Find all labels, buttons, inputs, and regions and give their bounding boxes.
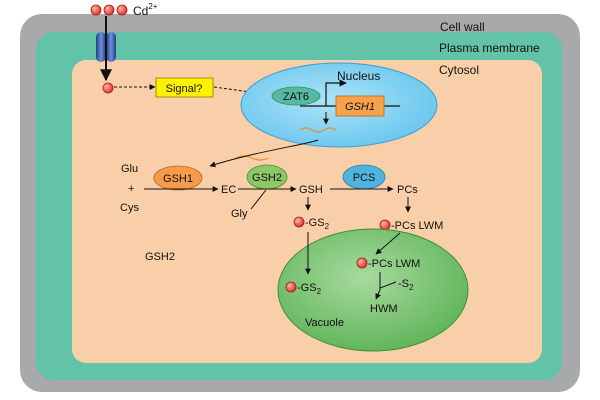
cd-channel	[96, 32, 116, 62]
cd-ion-cytosol	[102, 82, 114, 94]
arrow-lwm-to-hwm	[375, 272, 381, 300]
vacuole	[277, 228, 469, 352]
gsh1-enzyme-label: GSH1	[163, 173, 193, 185]
signal-box	[155, 77, 214, 98]
cytosol-label: Cytosol	[439, 63, 479, 77]
pcs-enzyme-label: PCS	[353, 172, 376, 184]
transcription-start-arrow	[325, 79, 347, 106]
gsh1-gene-label: GSH1	[345, 101, 375, 113]
mrna-cytosol	[235, 155, 269, 161]
gsh1-gene-box	[335, 95, 385, 117]
cd-ion-gs2-vacuole	[285, 281, 297, 293]
gs2-vacuole-label: -GS2	[297, 282, 322, 296]
vacuole-label: Vacuole	[305, 317, 344, 329]
pcs-lwm-vacuole-label: -PCs LWM	[368, 258, 420, 270]
nucleus-label: Nucleus	[337, 69, 380, 83]
hwm-label: HWM	[370, 303, 398, 315]
cd-ion-label: Cd2+	[133, 2, 158, 18]
cys-label: Cys	[120, 202, 139, 214]
pcs-lwm-cytosol-label: -PCs LWM	[391, 220, 443, 232]
cd-ion-pcs-lwm	[379, 219, 391, 231]
s2-label: -S2	[398, 278, 414, 292]
cell-wall-label: Cell wall	[440, 20, 485, 34]
cd-ion-outside-1	[90, 4, 102, 16]
gly-label: Gly	[231, 208, 248, 220]
arrow-lwm-to-vacuole	[375, 232, 401, 255]
glu-label: Glu	[121, 163, 138, 175]
cd-ion-outside-3	[116, 4, 128, 16]
zat6-label: ZAT6	[283, 91, 309, 103]
ec-label: EC	[221, 184, 236, 196]
signal-label: Signal?	[166, 83, 203, 95]
cd-ion-pcs-lwm-vacuole	[356, 257, 368, 269]
zat6-factor	[271, 86, 321, 106]
cd-ion-outside-2	[103, 4, 115, 16]
plus-label: +	[128, 183, 134, 195]
export-arrow	[209, 139, 319, 168]
cd-ion-gs2	[293, 216, 305, 228]
gsh1-enzyme	[153, 165, 203, 191]
gs2-label: -GS2	[305, 217, 330, 231]
gsh2-standalone-label: GSH2	[145, 251, 175, 263]
mrna-nucleus	[299, 127, 337, 133]
pcs-product-label: PCs	[397, 184, 418, 196]
gly-join-line	[250, 189, 267, 210]
plasma-membrane-label: Plasma membrane	[439, 41, 540, 55]
gsh2-enzyme-label: GSH2	[252, 172, 282, 184]
gsh-label: GSH	[299, 184, 323, 196]
s2-join-line	[379, 281, 397, 289]
